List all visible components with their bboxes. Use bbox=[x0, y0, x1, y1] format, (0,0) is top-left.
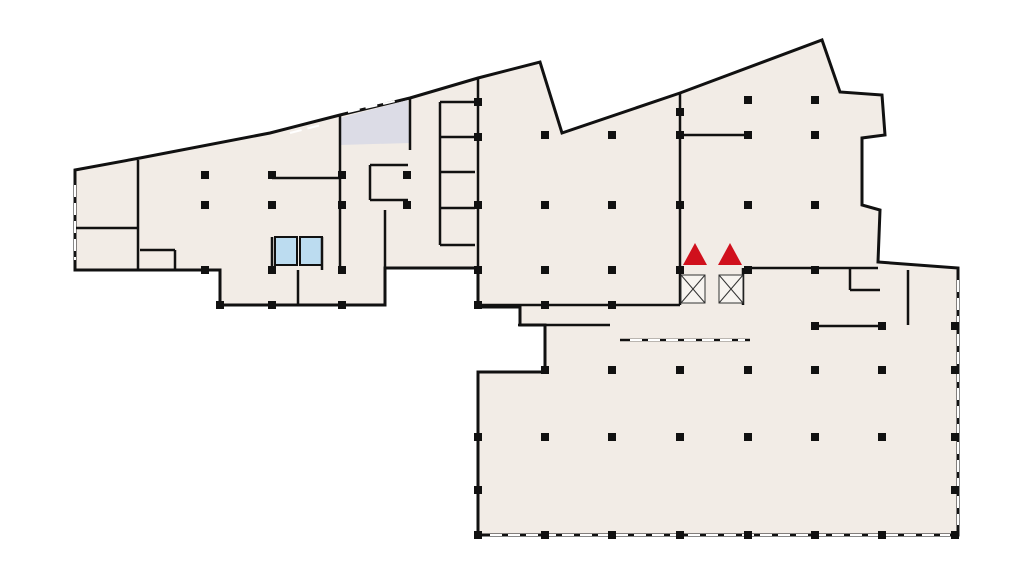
column-icon bbox=[744, 366, 752, 374]
column-icon bbox=[811, 96, 819, 104]
column-icon bbox=[474, 531, 482, 539]
column-icon bbox=[676, 108, 684, 116]
column-icon bbox=[951, 531, 959, 539]
column-icon bbox=[811, 266, 819, 274]
column-icon bbox=[268, 171, 276, 179]
column-icon bbox=[811, 433, 819, 441]
column-icon bbox=[338, 266, 346, 274]
column-icon bbox=[608, 433, 616, 441]
column-icon bbox=[201, 171, 209, 179]
entrance-triangle-icon bbox=[718, 243, 742, 265]
column-icon bbox=[744, 96, 752, 104]
column-icon bbox=[201, 201, 209, 209]
column-icon bbox=[403, 201, 411, 209]
column-icon bbox=[541, 433, 549, 441]
column-icon bbox=[676, 366, 684, 374]
restroom-left bbox=[274, 236, 298, 266]
service-room bbox=[340, 100, 410, 145]
column-icon bbox=[744, 131, 752, 139]
column-icon bbox=[744, 201, 752, 209]
column-icon bbox=[338, 301, 346, 309]
column-icon bbox=[474, 201, 482, 209]
column-icon bbox=[541, 366, 549, 374]
column-icon bbox=[608, 366, 616, 374]
column-icon bbox=[951, 366, 959, 374]
column-icon bbox=[878, 433, 886, 441]
column-icon bbox=[744, 531, 752, 539]
column-icon bbox=[608, 266, 616, 274]
column-icon bbox=[474, 433, 482, 441]
column-icon bbox=[474, 266, 482, 274]
column-icon bbox=[541, 266, 549, 274]
column-icon bbox=[338, 171, 346, 179]
floor-area bbox=[73, 38, 960, 537]
column-icon bbox=[878, 531, 886, 539]
window bbox=[347, 99, 401, 113]
column-icon bbox=[608, 531, 616, 539]
column-icon bbox=[474, 98, 482, 106]
column-icon bbox=[474, 486, 482, 494]
column-icon bbox=[608, 201, 616, 209]
column-icon bbox=[878, 322, 886, 330]
column-icon bbox=[608, 131, 616, 139]
column-icon bbox=[811, 131, 819, 139]
elevator-icon bbox=[718, 274, 744, 304]
column-icon bbox=[268, 266, 276, 274]
column-icon bbox=[951, 486, 959, 494]
column-icon bbox=[811, 366, 819, 374]
column-icon bbox=[268, 301, 276, 309]
column-icon bbox=[541, 201, 549, 209]
column-icon bbox=[951, 433, 959, 441]
column-icon bbox=[676, 266, 684, 274]
window bbox=[289, 123, 326, 134]
restroom-right bbox=[299, 236, 323, 266]
column-icon bbox=[744, 433, 752, 441]
column-icon bbox=[541, 301, 549, 309]
windows bbox=[74, 99, 959, 536]
column-icon bbox=[878, 366, 886, 374]
column-icon bbox=[676, 131, 684, 139]
column-icon bbox=[676, 531, 684, 539]
column-icon bbox=[268, 201, 276, 209]
column-icon bbox=[811, 201, 819, 209]
column-icon bbox=[541, 131, 549, 139]
columns bbox=[201, 96, 959, 539]
elevator-icon bbox=[680, 274, 706, 304]
column-icon bbox=[541, 531, 549, 539]
column-icon bbox=[744, 266, 752, 274]
column-icon bbox=[474, 133, 482, 141]
column-icon bbox=[951, 322, 959, 330]
column-icon bbox=[403, 171, 411, 179]
column-icon bbox=[608, 301, 616, 309]
column-icon bbox=[676, 433, 684, 441]
entrance-triangle-icon bbox=[683, 243, 707, 265]
column-icon bbox=[216, 301, 224, 309]
column-icon bbox=[474, 301, 482, 309]
column-icon bbox=[811, 322, 819, 330]
column-icon bbox=[811, 531, 819, 539]
elevators bbox=[680, 274, 744, 304]
column-icon bbox=[338, 201, 346, 209]
column-icon bbox=[201, 266, 209, 274]
column-icon bbox=[676, 201, 684, 209]
